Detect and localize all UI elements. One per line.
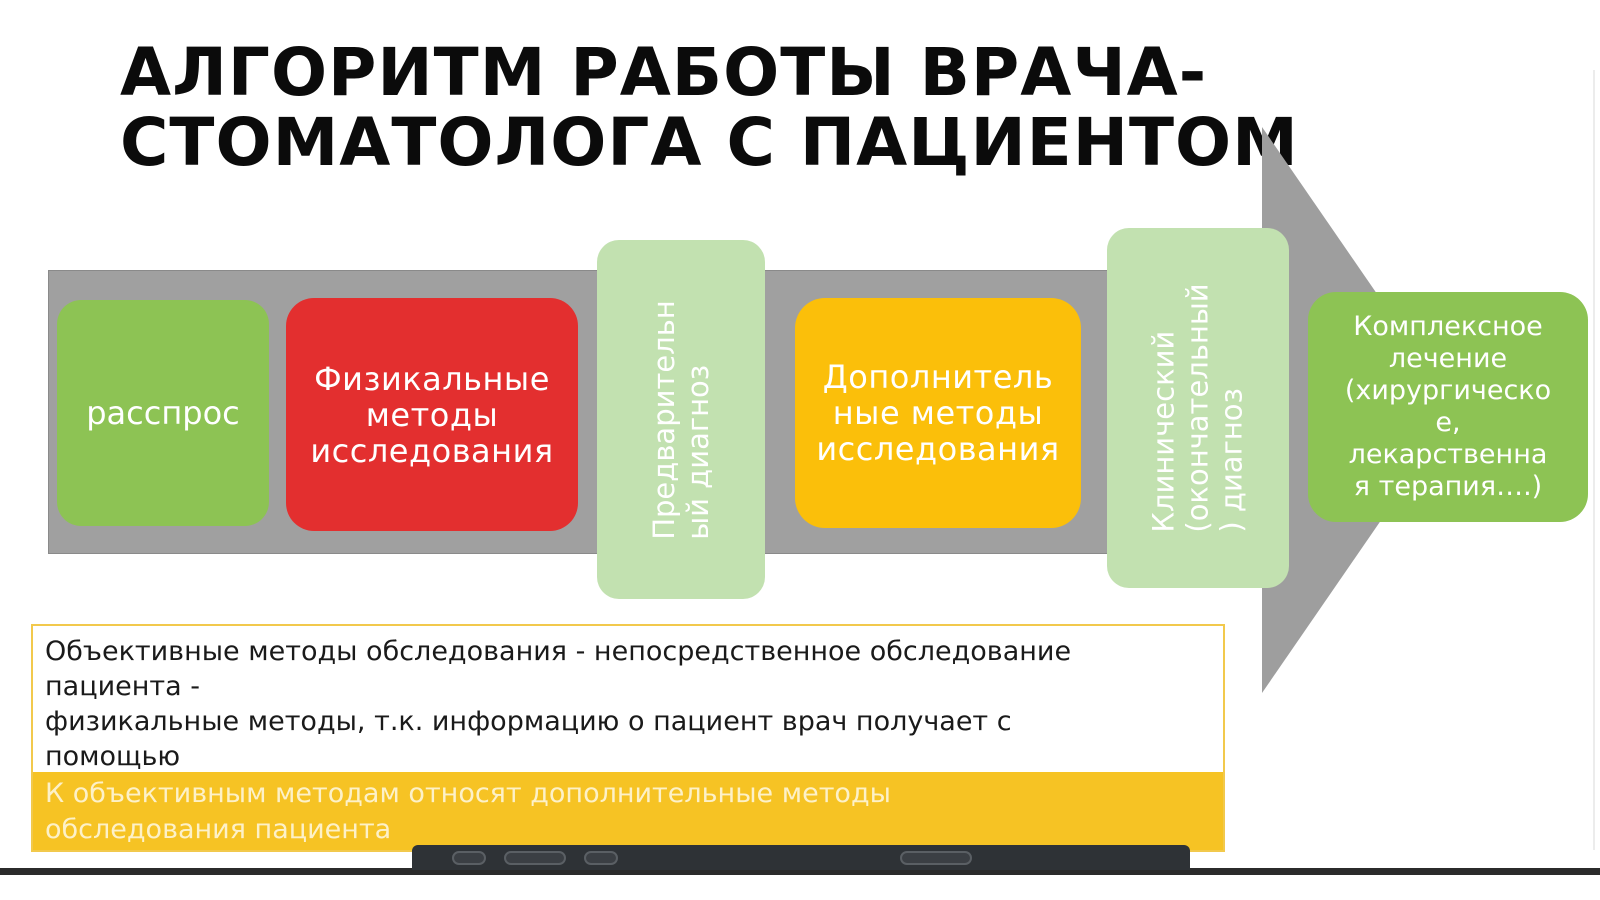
step-label-additional-methods: Дополнитель ные методы исследования — [816, 358, 1060, 468]
definition-line: пациента - — [45, 671, 200, 702]
step-rassprос: расспрос — [57, 300, 269, 526]
step-clinical-diagnosis: Клинический (окончательный ) диагноз — [1107, 228, 1289, 588]
definition-line: Объективные методы обследования - непоср… — [45, 636, 1072, 667]
step-label-complex-treatment: Комплексное лечение (хирургическо е, лек… — [1344, 311, 1552, 502]
control-button[interactable] — [504, 850, 566, 865]
control-button[interactable] — [900, 850, 972, 865]
step-complex-treatment: Комплексное лечение (хирургическо е, лек… — [1308, 292, 1588, 522]
definition-box: Объективные методы обследования - непоср… — [31, 624, 1225, 852]
definition-line: помощью — [45, 741, 181, 772]
definition-highlight: К объективным методам относят дополнител… — [33, 772, 1223, 850]
slide-edge-line — [1593, 70, 1595, 850]
step-label-physical-methods: Физикальные методы исследования — [310, 359, 554, 470]
definition-text: Объективные методы обследования - непоср… — [45, 634, 1215, 774]
highlight-text: К объективным методам относят дополнител… — [45, 776, 891, 848]
slide-title: АЛГОРИТМ РАБОТЫ ВРАЧА- СТОМАТОЛОГА С ПАЦ… — [120, 38, 1299, 178]
step-preliminary-diagnosis: Предварительн ый диагноз — [597, 240, 765, 599]
bottom-bar — [0, 868, 1600, 875]
title-line-2: СТОМАТОЛОГА С ПАЦИЕНТОМ — [120, 104, 1299, 181]
title-line-1: АЛГОРИТМ РАБОТЫ ВРАЧА- — [120, 34, 1208, 111]
step-additional-methods: Дополнитель ные методы исследования — [795, 298, 1081, 528]
step-label-clinical-diagnosis: Клинический (окончательный ) диагноз — [1147, 283, 1249, 533]
step-label-inquiry: расспрос — [86, 394, 240, 432]
highlight-line: обследования пациента — [45, 814, 392, 845]
video-player-controls — [412, 845, 1190, 870]
control-button[interactable] — [584, 850, 618, 865]
control-button[interactable] — [452, 850, 486, 865]
highlight-line: К объективным методам относят дополнител… — [45, 778, 891, 809]
definition-line: физикальные методы, т.к. информацию о па… — [45, 706, 1012, 737]
step-physical-methods: Физикальные методы исследования — [286, 298, 578, 531]
step-label-preliminary-diagnosis: Предварительн ый диагноз — [647, 299, 715, 540]
